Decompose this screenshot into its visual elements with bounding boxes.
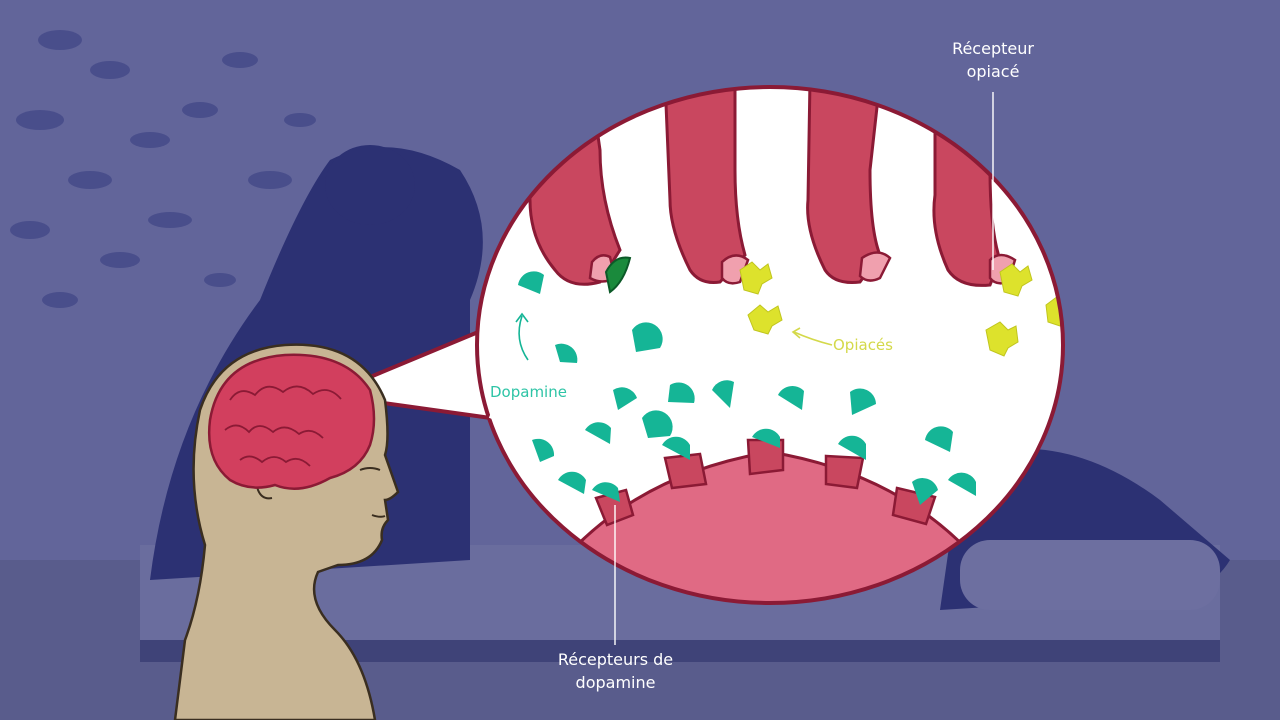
dopamine-receptors-label-line2: dopamine bbox=[575, 673, 656, 692]
dopamine-label: Dopamine bbox=[490, 383, 567, 401]
dopamine-molecule-icon bbox=[632, 322, 663, 352]
dopamine-receptors-label-line1: Récepteurs de bbox=[557, 650, 674, 669]
opioid-receptor-label-line1: Récepteur bbox=[952, 39, 1034, 58]
dopamine-molecule-icon bbox=[778, 386, 804, 410]
dopamine-arrow bbox=[518, 315, 529, 361]
opioid-receptor-label-line2: opiacé bbox=[966, 62, 1020, 81]
opiate-molecule-icon bbox=[985, 321, 1019, 357]
opiate-molecule-icon bbox=[739, 261, 773, 295]
dopamine-molecule-icon bbox=[948, 472, 976, 496]
zoom-bubble bbox=[477, 87, 1063, 603]
dopamine-molecule-icon bbox=[518, 271, 544, 294]
dopamine-molecule-icon bbox=[532, 438, 555, 462]
opiate-molecule-icon bbox=[999, 263, 1033, 297]
dopamine-molecule-icon bbox=[752, 428, 780, 448]
dopamine-molecule-icon bbox=[912, 478, 938, 505]
dopamine-molecule-icon bbox=[838, 435, 866, 460]
opioid-receptor-label: Récepteur opiacé bbox=[938, 37, 1048, 83]
dopamine-molecule-icon bbox=[558, 471, 586, 494]
zoom-bubble-outline bbox=[475, 85, 1065, 605]
opiates-label: Opiacés bbox=[833, 336, 893, 354]
dopamine-molecule-icon bbox=[662, 436, 690, 460]
dopamine-molecule-icon bbox=[585, 422, 611, 444]
brain-icon bbox=[208, 353, 376, 490]
dopamine-molecule-icon bbox=[712, 380, 734, 408]
dopamine-molecule-icon bbox=[668, 382, 695, 403]
dopamine-molecule-icon bbox=[613, 387, 637, 410]
dopamine-molecules bbox=[518, 271, 976, 505]
dopamine-receptors-label: Récepteurs de dopamine bbox=[548, 648, 683, 694]
dopamine-molecule-icon bbox=[850, 388, 876, 415]
plant-leaves bbox=[10, 30, 316, 308]
dopamine-molecule-icon bbox=[642, 410, 673, 438]
dopamine-molecule-icon bbox=[555, 343, 578, 363]
dopamine-molecule-icon bbox=[925, 426, 953, 452]
opiate-molecule-icon bbox=[747, 304, 783, 335]
bound-molecule-icon bbox=[604, 256, 632, 294]
dopamine-molecule-icon bbox=[592, 482, 620, 502]
opiates-arrow bbox=[793, 331, 833, 346]
